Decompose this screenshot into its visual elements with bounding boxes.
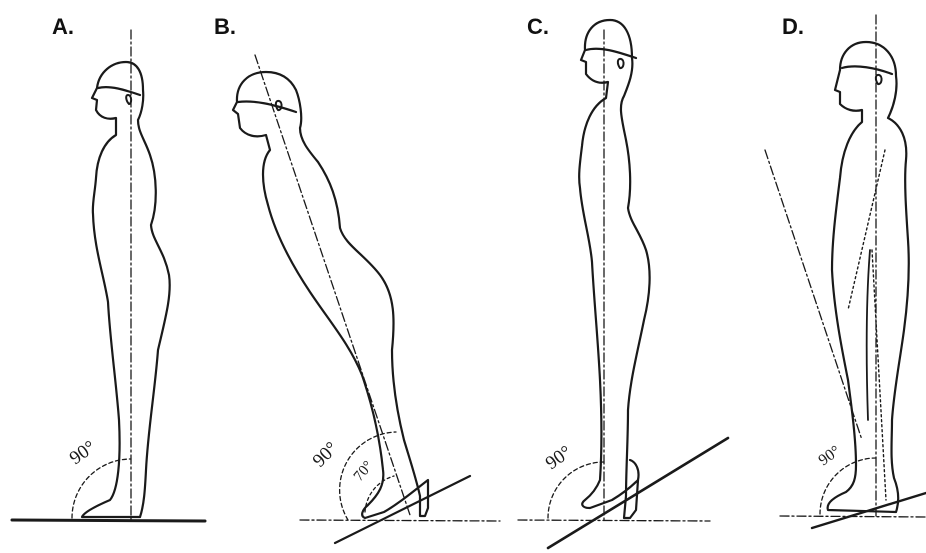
panel-a-angle-label: 90° xyxy=(66,437,100,469)
panel-c-angle-label: 90° xyxy=(542,442,576,474)
panel-b: 90° 70° xyxy=(233,55,500,543)
panel-d-angle-label: 90° xyxy=(816,442,844,469)
panel-a-hairline xyxy=(98,87,140,95)
panel-c-floor-line xyxy=(518,520,710,521)
panel-d-ear xyxy=(876,75,882,84)
panel-b-ear xyxy=(276,101,282,110)
panel-c-body-outline xyxy=(579,20,649,518)
panel-d-hairline xyxy=(842,66,892,74)
panel-d-dotted-line-2 xyxy=(872,250,886,500)
panel-b-inner-arc xyxy=(365,476,394,512)
panel-b-angle-label: 90° xyxy=(309,438,343,472)
panel-b-incline-line xyxy=(335,476,470,543)
panel-a-angle-arc xyxy=(72,459,131,518)
panel-a-ear xyxy=(126,95,131,104)
panel-b-hairline xyxy=(238,101,296,112)
panel-a-floor-line xyxy=(12,520,205,521)
panel-c-hairline xyxy=(586,49,636,58)
panel-b-floor-line xyxy=(300,520,500,521)
panel-c: 90° xyxy=(518,20,728,548)
panel-c-ear xyxy=(618,59,624,68)
panel-d-dotted-line-1 xyxy=(848,150,885,310)
panel-b-inner-angle-label: 70° xyxy=(351,458,377,484)
panel-c-heel xyxy=(630,460,639,480)
panel-d-lean-axis xyxy=(765,150,862,440)
panel-a: 90° xyxy=(12,30,205,521)
panel-d-arm-line xyxy=(867,250,870,420)
panel-d: 90° xyxy=(765,15,926,528)
